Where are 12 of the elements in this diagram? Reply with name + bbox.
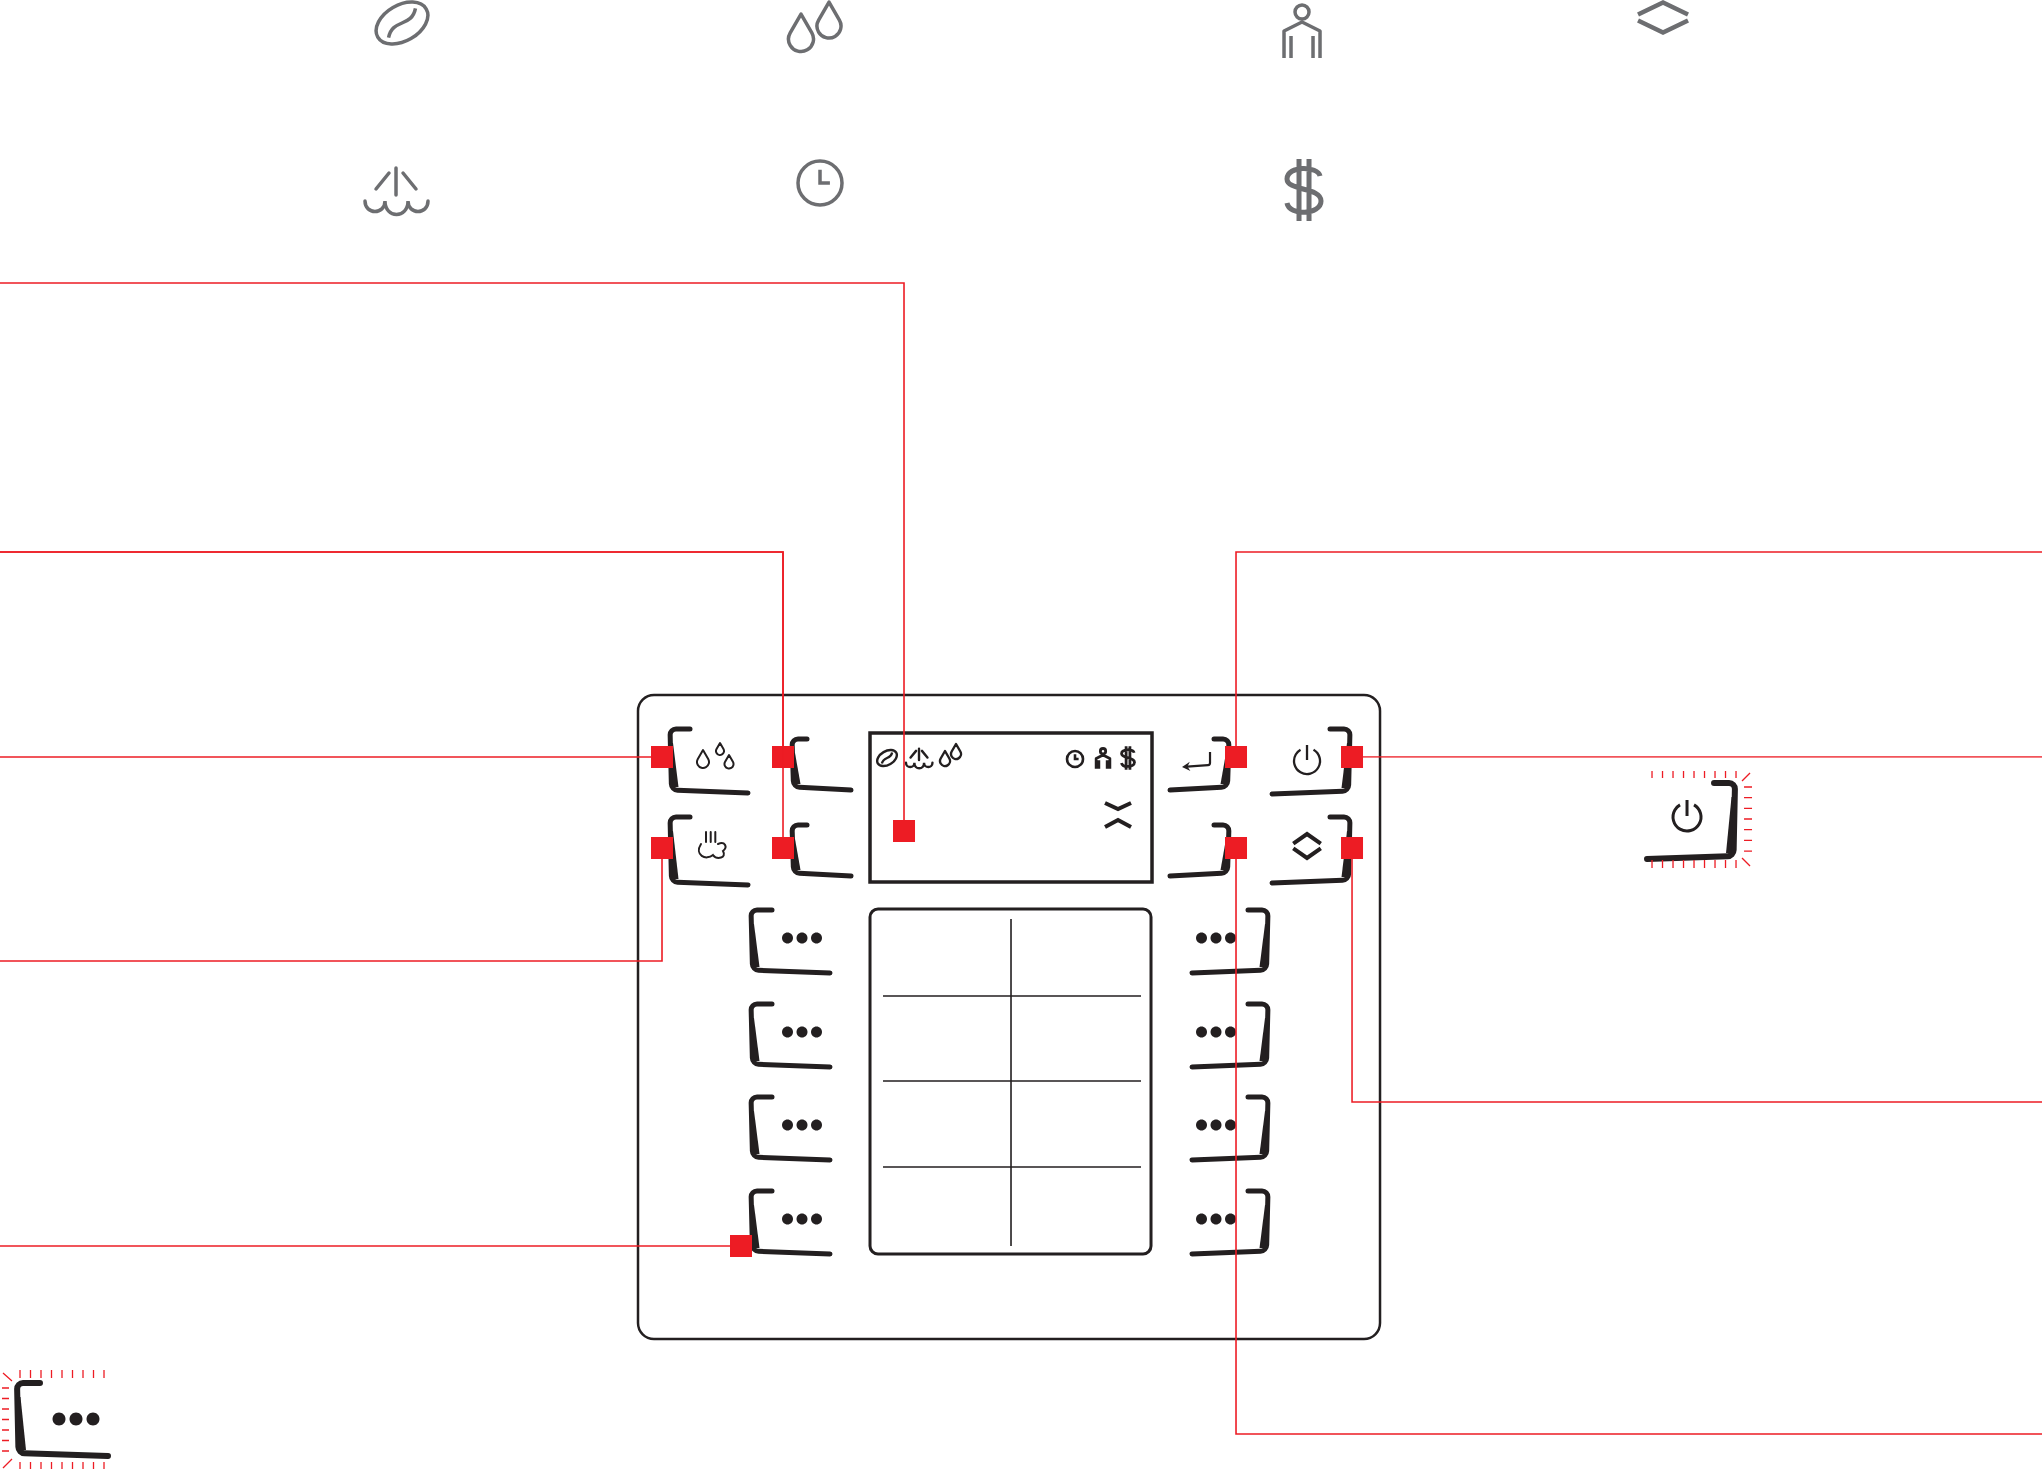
- button: [1167, 822, 1232, 879]
- button: [789, 822, 854, 879]
- leader-line: [1341, 746, 2042, 768]
- leader-line: [0, 551, 794, 859]
- leader-line: [0, 282, 915, 842]
- leader-line: [1225, 551, 2042, 768]
- leader-line: [0, 837, 673, 962]
- leader-line: [1341, 837, 2042, 1103]
- leader-line: [1225, 837, 2042, 1435]
- leader-line: [0, 746, 673, 768]
- leader-line: [0, 1235, 752, 1257]
- button: [789, 736, 854, 793]
